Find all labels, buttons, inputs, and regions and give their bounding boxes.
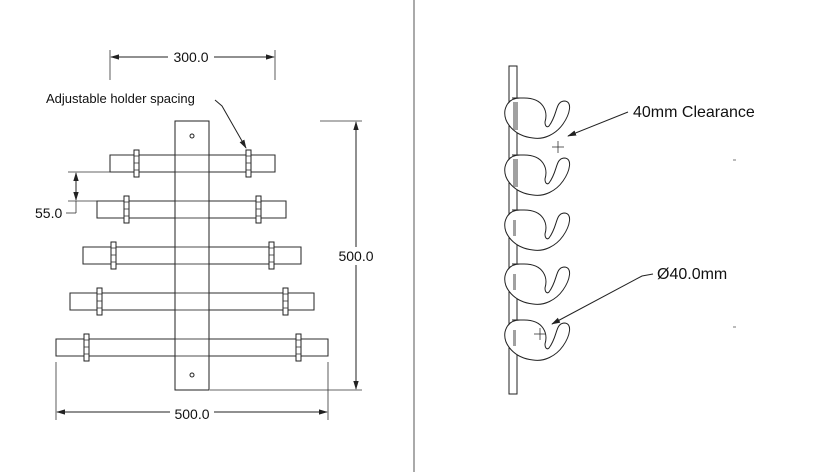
spine — [174, 120, 210, 391]
clamp — [282, 287, 289, 316]
dimension-top-width: 300.0 — [109, 48, 276, 80]
hook-4 — [504, 263, 570, 305]
clamp — [255, 195, 262, 224]
note-clearance: 40mm Clearance — [567, 104, 755, 137]
clamp — [96, 287, 103, 316]
dimension-spacing: 55.0 — [35, 171, 110, 221]
dim-spacing-label: 55.0 — [35, 205, 62, 221]
hook-5 — [504, 319, 570, 361]
dimension-bottom-width: 500.0 — [55, 362, 329, 422]
note-spacing-label: Adjustable holder spacing — [46, 91, 195, 106]
side-view: 40mm Clearance Ø40.0mm — [504, 65, 755, 395]
note-diameter: Ø40.0mm — [551, 266, 727, 325]
clamp — [245, 149, 252, 178]
note-diameter-label: Ø40.0mm — [657, 266, 727, 283]
mount-hole-top — [189, 133, 195, 139]
hook-2-clamp — [513, 159, 518, 187]
clamp — [110, 241, 117, 270]
note-clearance-label: 40mm Clearance — [633, 104, 755, 121]
hook-5-clamp — [513, 330, 516, 346]
hooks — [504, 97, 570, 361]
dim-height-label: 500.0 — [338, 248, 373, 264]
dimension-height: 500.0 — [210, 120, 378, 391]
front-view: 300.0 Adjustable holder spacing 55.0 500… — [35, 48, 378, 422]
clamp — [123, 195, 130, 224]
holder-clamps — [83, 149, 302, 362]
dim-width-bottom-label: 500.0 — [174, 406, 209, 422]
hook-4-clamp — [513, 274, 516, 290]
hook-3-clamp — [513, 220, 516, 236]
center-marks — [534, 141, 564, 340]
clamp — [83, 333, 90, 362]
hook-2 — [504, 154, 570, 196]
clamp — [133, 149, 140, 178]
mount-hole-bottom — [189, 372, 195, 378]
hook-3 — [504, 209, 570, 251]
clamp — [295, 333, 302, 362]
dim-width-top-label: 300.0 — [173, 49, 208, 65]
clamp — [268, 241, 275, 270]
hook-1 — [504, 97, 570, 139]
note-holder-spacing: Adjustable holder spacing — [46, 91, 247, 149]
hook-1-clamp — [513, 102, 518, 130]
